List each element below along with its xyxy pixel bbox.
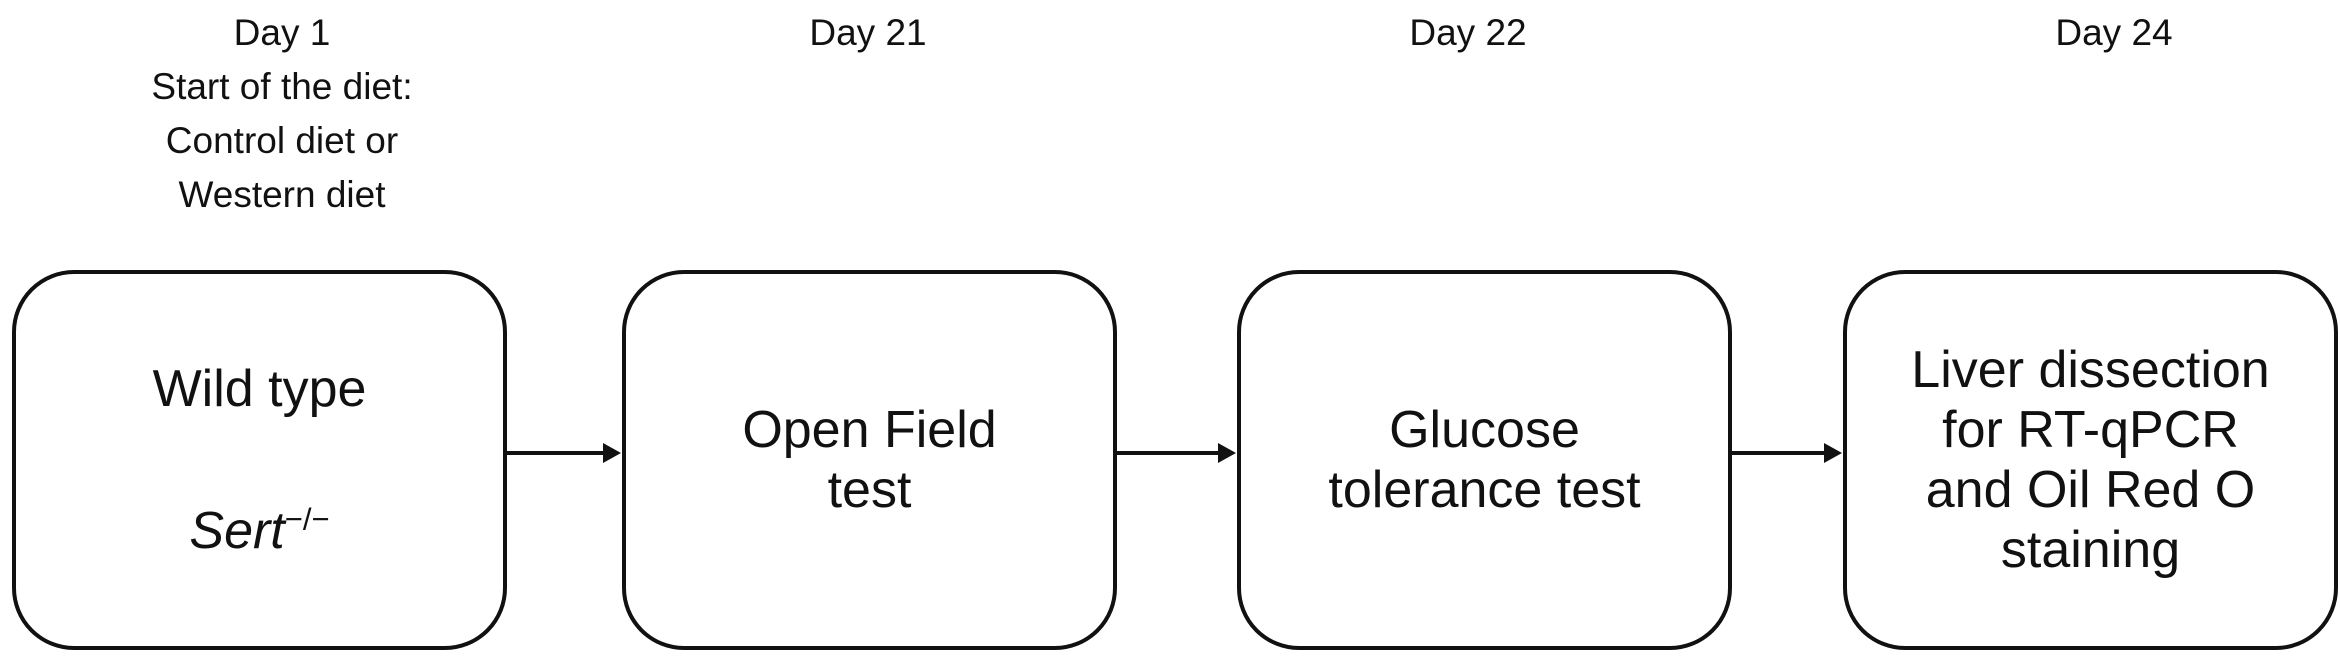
day-22-title: Day 22	[1409, 12, 1527, 53]
arrow-3-head	[1824, 443, 1842, 463]
step-box-genotype: Wild type Sert−/−	[12, 270, 507, 650]
arrow-1-head	[603, 443, 621, 463]
liver-line-1: Liver dissection	[1911, 341, 2270, 399]
step-box-glucose-tolerance: Glucose tolerance test	[1237, 270, 1732, 650]
liver-line-2: for RT-qPCR	[1942, 401, 2239, 459]
day-1-note-line-1: Start of the diet:	[151, 66, 413, 107]
step-box-open-field: Open Field test	[622, 270, 1117, 650]
day-1-label: Day 1 Start of the diet: Control diet or…	[0, 6, 582, 222]
day-24-title: Day 24	[2055, 12, 2173, 53]
knockout-gene-name: Sert	[189, 502, 285, 560]
arrow-1-to-2	[507, 443, 621, 463]
step-box-liver-dissection: Liver dissection for RT-qPCR and Oil Red…	[1843, 270, 2338, 650]
day-21-label: Day 21	[568, 6, 1168, 60]
open-field-line-1: Open Field	[742, 401, 997, 459]
arrow-2-to-3	[1117, 443, 1236, 463]
day-21-title: Day 21	[809, 12, 927, 53]
liver-line-3: and Oil Red O	[1925, 461, 2256, 519]
knockout-superscript: −/−	[284, 501, 330, 537]
arrow-3-to-4	[1732, 443, 1842, 463]
genotype-knockout: Sert−/−	[189, 501, 329, 561]
arrow-2-head	[1218, 443, 1236, 463]
day-1-note-line-2: Control diet or	[165, 120, 399, 161]
day-1-note-line-3: Western diet	[178, 174, 386, 215]
glucose-line-1: Glucose	[1389, 401, 1580, 459]
day-24-label: Day 24	[1814, 6, 2340, 60]
open-field-line-2: test	[827, 461, 912, 519]
liver-line-4: staining	[2000, 521, 2181, 579]
day-22-label: Day 22	[1168, 6, 1768, 60]
genotype-wild-type: Wild type	[152, 360, 367, 418]
glucose-line-2: tolerance test	[1328, 461, 1641, 519]
day-1-title: Day 1	[233, 12, 331, 53]
